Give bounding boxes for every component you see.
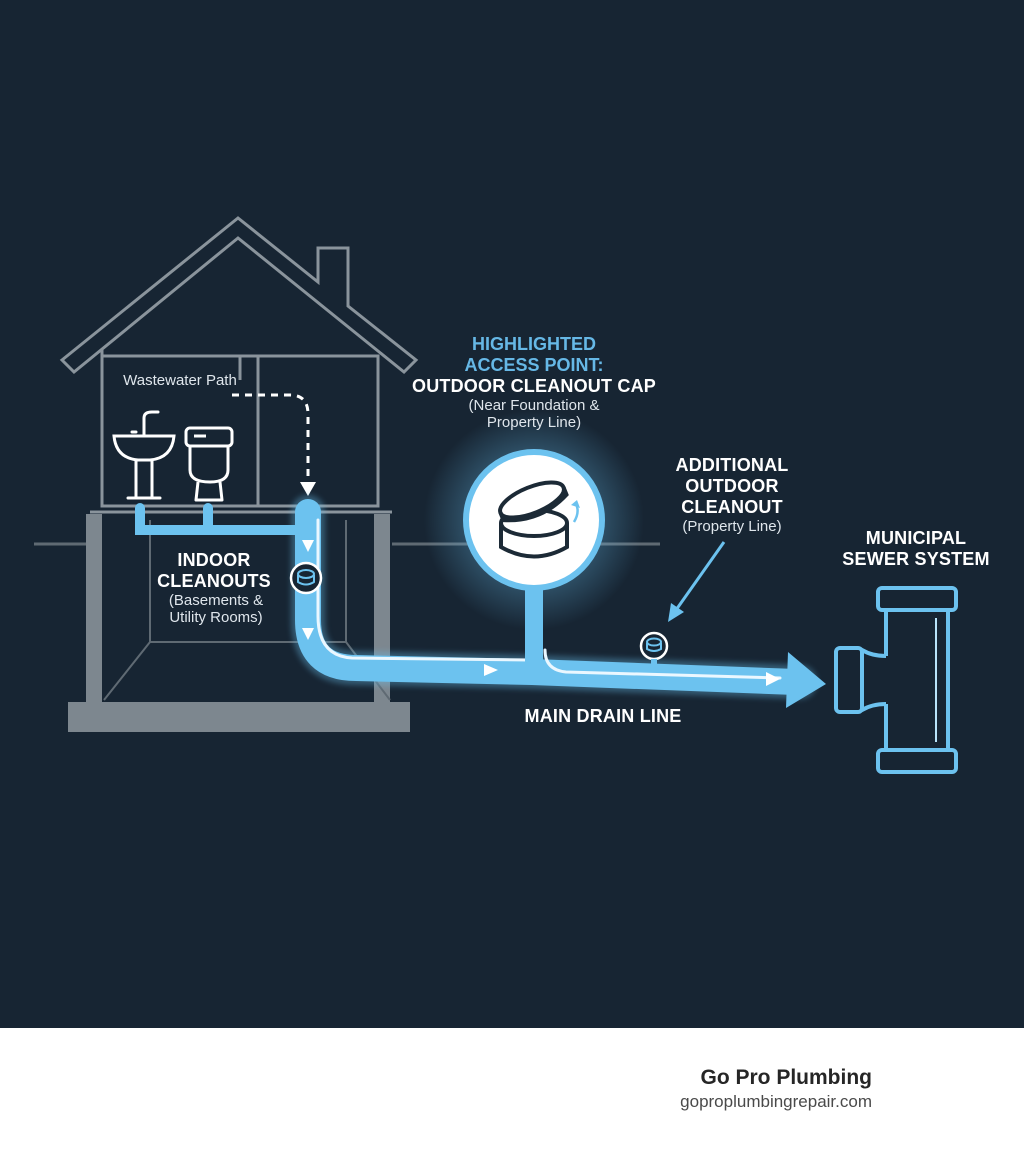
cleanout-cap-icon — [424, 410, 644, 630]
wastewater-path-arrow — [232, 393, 310, 484]
highlighted-access-point-tag: HIGHLIGHTED ACCESS POINT: — [464, 334, 604, 375]
house-outline — [59, 216, 419, 514]
sewer-cleanout-diagram: Wastewater Path INDOOR CLEANOUTS (Baseme… — [0, 0, 1024, 1028]
municipal-sewer-label: MUNICIPAL SEWER SYSTEM — [842, 528, 990, 569]
indoor-cleanouts-title: INDOOR CLEANOUTS — [157, 550, 271, 591]
diagram-artwork — [34, 216, 958, 774]
basement-walls — [68, 514, 410, 732]
indoor-cleanout-icon — [289, 561, 323, 595]
main-drain-line-label: MAIN DRAIN LINE — [524, 706, 682, 726]
flow-arrow-icon — [302, 540, 780, 686]
toilet-icon — [184, 426, 234, 502]
wastewater-arrowhead — [300, 482, 316, 496]
brand-url[interactable]: goproplumbingrepair.com — [680, 1092, 872, 1111]
footer: Go Pro Plumbing goproplumbingrepair.com — [0, 1028, 1024, 1154]
pointer-arrow — [668, 541, 726, 622]
outdoor-cleanout-cap-detail: (Near Foundation & Property Line) — [468, 397, 600, 432]
main-drain-arrowhead — [786, 652, 826, 708]
brand-name: Go Pro Plumbing — [700, 1066, 873, 1089]
additional-cleanout-detail: (Property Line) — [682, 518, 782, 535]
wastewater-path-label: Wastewater Path — [123, 372, 237, 389]
indoor-cleanouts-detail: (Basements & Utility Rooms) — [168, 592, 264, 627]
fixture-branch-pipes — [135, 503, 311, 535]
sewer-tee-icon — [834, 586, 958, 774]
additional-cleanout-title: ADDITIONAL OUTDOOR CLEANOUT — [675, 455, 789, 517]
main-drain-pipe — [291, 495, 817, 699]
outdoor-cleanout-cap-title: OUTDOOR CLEANOUT CAP — [412, 376, 656, 396]
sink-icon — [112, 410, 176, 500]
additional-cleanout-icon — [639, 631, 669, 670]
